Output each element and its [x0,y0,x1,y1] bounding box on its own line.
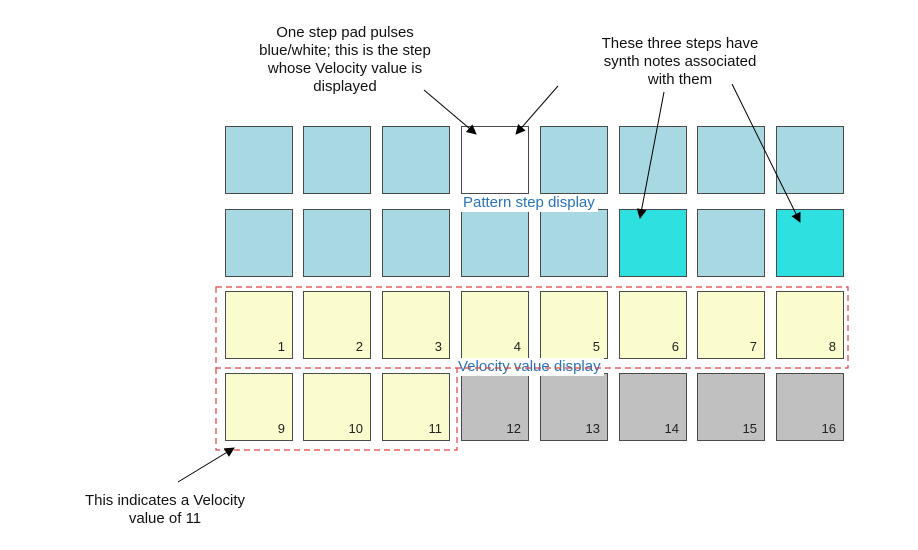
pattern-step-pad[interactable] [225,126,293,194]
arrow-pulse-left [423,89,477,135]
pattern-step-pad[interactable] [697,209,765,277]
pattern-step-display-label: Pattern step display [460,194,598,212]
callout-pulse-line: blue/white; this is the step [259,42,431,59]
velocity-value-display-label: Velocity value display [455,358,604,376]
velocity-region-outline [215,286,849,369]
velocity-pad[interactable]: 7 [697,291,765,359]
callout-synth-line: These three steps have [601,35,759,52]
velocity-pad-number: 13 [585,421,600,436]
velocity-pad-number: 16 [821,421,836,436]
velocity-region-outline [215,368,458,451]
pattern-step-pad[interactable] [382,209,450,277]
arrow-synth-right [731,83,801,223]
velocity-pad-number: 15 [742,421,757,436]
velocity-pad-number: 11 [428,421,443,436]
velocity-pad-number: 6 [671,339,679,354]
callout-pulse-line: displayed [313,78,377,95]
velocity-pad[interactable]: 1 [225,291,293,359]
arrow-synth-left [636,91,665,219]
velocity-pad[interactable]: 10 [303,373,371,441]
callout-velocity: This indicates a Velocity value of 11 [50,492,280,528]
pattern-step-pad[interactable] [303,126,371,194]
pattern-step-pad[interactable] [225,209,293,277]
pattern-step-pad[interactable] [697,126,765,194]
velocity-pad-number: 10 [348,421,363,436]
pattern-step-pad[interactable] [540,209,608,277]
arrow-velocity [177,447,235,483]
pattern-step-pad[interactable] [461,209,529,277]
pattern-step-pad[interactable] [619,126,687,194]
pattern-step-pad[interactable] [303,209,371,277]
velocity-pad-number: 9 [277,421,285,436]
velocity-pad-number: 12 [506,421,521,436]
velocity-pad[interactable]: 4 [461,291,529,359]
callout-pulse-line: whose Velocity value is [267,60,423,77]
callout-pulse: One step pad pulses blue/white; this is … [225,24,465,96]
callout-synth-line: with them [647,71,713,88]
velocity-pad-number: 14 [664,421,679,436]
pattern-step-pad[interactable] [619,209,687,277]
callout-velocity-line: value of 11 [128,510,202,527]
velocity-pad[interactable]: 3 [382,291,450,359]
callout-synth: These three steps have synth notes assoc… [565,35,795,89]
velocity-pad-number: 5 [592,339,600,354]
velocity-pad-number: 4 [513,339,521,354]
velocity-pad[interactable]: 12 [461,373,529,441]
velocity-pad[interactable]: 8 [776,291,844,359]
pattern-step-pad[interactable] [776,209,844,277]
pattern-step-pad[interactable] [461,126,529,194]
callout-pulse-line: One step pad pulses [276,24,414,41]
velocity-pad[interactable]: 6 [619,291,687,359]
velocity-pad[interactable]: 14 [619,373,687,441]
velocity-pad[interactable]: 16 [776,373,844,441]
velocity-pad[interactable]: 9 [225,373,293,441]
velocity-pad[interactable]: 11 [382,373,450,441]
velocity-pad[interactable]: 2 [303,291,371,359]
arrow-pulse-right [515,85,559,135]
pattern-step-pad[interactable] [776,126,844,194]
velocity-pad-number: 2 [355,339,363,354]
velocity-pad-number: 3 [434,339,442,354]
callout-synth-line: synth notes associated [603,53,757,70]
velocity-pad-number: 8 [828,339,836,354]
pattern-step-pad[interactable] [540,126,608,194]
callout-velocity-line: This indicates a Velocity [84,492,246,509]
velocity-pad-number: 7 [749,339,757,354]
pattern-step-pad[interactable] [382,126,450,194]
velocity-pad-number: 1 [277,339,285,354]
velocity-pad[interactable]: 15 [697,373,765,441]
